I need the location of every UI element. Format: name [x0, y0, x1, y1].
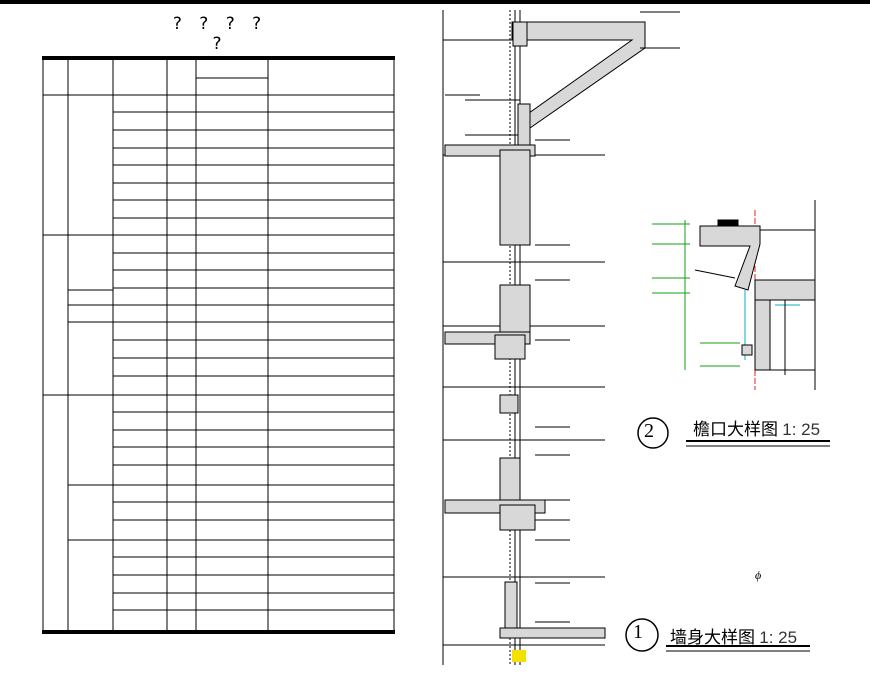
sheet-top-border: [0, 0, 870, 4]
detail-1-title: 墙身大样图 1: 25: [670, 623, 797, 648]
detail-1-number: 1: [633, 621, 643, 643]
detail-1-scale: 1: 25: [759, 628, 798, 647]
detail-2-scale: 1: 25: [782, 420, 821, 439]
detail-2-number: 2: [644, 420, 654, 442]
detail-2-name: 檐口大样图: [693, 420, 778, 439]
detail-2-bubble: [637, 417, 669, 449]
detail-1-name: 墙身大样图: [670, 628, 755, 647]
detail-2-title: 檐口大样图 1: 25: [693, 415, 820, 440]
schedule-title: ? ? ? ? ?: [172, 14, 268, 54]
diameter-symbol: ϕ: [755, 568, 762, 582]
detail-1-bubble: [625, 618, 659, 652]
